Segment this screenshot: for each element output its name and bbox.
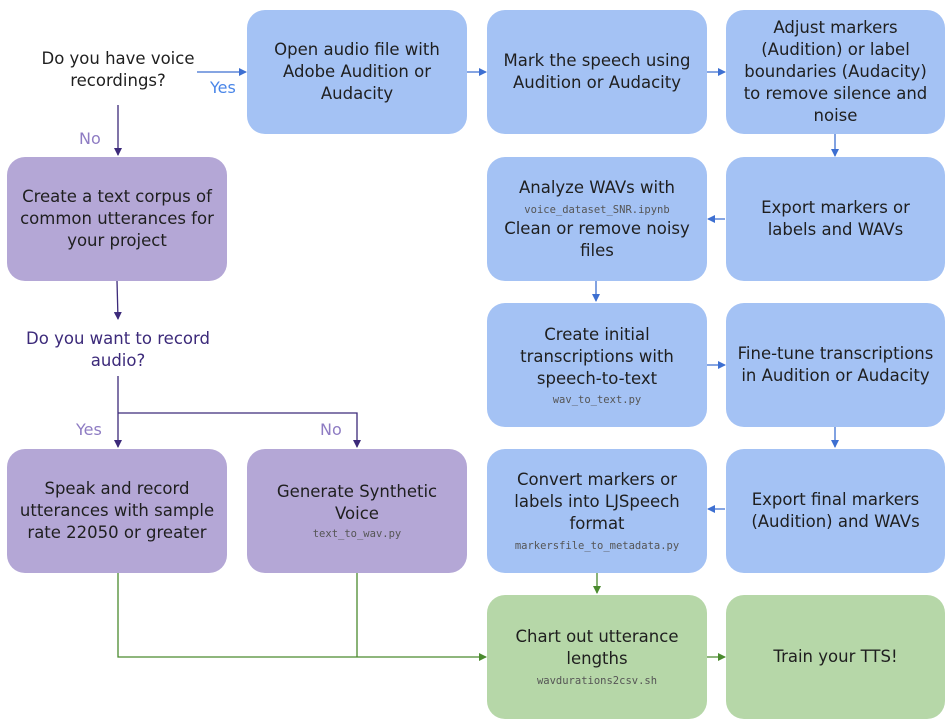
node-chart-utterance-lengths-text: Chart out utterance lengths — [515, 627, 679, 668]
node-export-markers-text: Export markers or labels and WAVs — [761, 198, 910, 239]
node-chart-utterance-lengths: Chart out utterance lengths wavdurations… — [487, 595, 707, 719]
node-speak-and-record: Speak and record utterances with sample … — [7, 449, 227, 573]
node-chart-utterance-lengths-code: wavdurations2csv.sh — [536, 675, 658, 687]
edge-label-yes-voice: Yes — [210, 78, 236, 97]
node-fine-tune-transcriptions: Fine-tune transcriptions in Audition or … — [726, 303, 945, 427]
node-generate-synthetic-voice: Generate Synthetic Voice text_to_wav.py — [247, 449, 467, 573]
edge-record-to-synthetic — [118, 412, 361, 448]
node-adjust-markers: Adjust markers (Audition) or label bound… — [726, 10, 945, 134]
node-open-audio-file-text: Open audio file with Adobe Audition or A… — [274, 40, 440, 103]
edge-speak-to-chart — [117, 573, 487, 661]
node-analyze-wavs-text-top: Analyze WAVs with — [518, 177, 676, 197]
node-convert-markers-text: Convert markers or labels into LJSpeech … — [514, 470, 680, 533]
edge-corpus-to-record-question — [113, 280, 122, 320]
edge-label-no-record: No — [320, 420, 342, 439]
node-export-markers: Export markers or labels and WAVs — [726, 157, 945, 281]
question-voice-recordings: Do you have voice recordings? — [41, 49, 195, 90]
node-create-transcriptions-text: Create initial transcriptions with speec… — [520, 324, 674, 388]
question-record-audio: Do you want to record audio? — [26, 329, 210, 370]
edge-label-no-voice: No — [79, 129, 101, 148]
node-create-text-corpus-text: Create a text corpus of common utterance… — [20, 187, 214, 250]
node-mark-speech-text: Mark the speech using Audition or Audaci… — [503, 51, 691, 92]
node-adjust-markers-text: Adjust markers (Audition) or label bound… — [743, 18, 928, 125]
node-create-transcriptions-code: wav_to_text.py — [552, 393, 642, 406]
node-open-audio-file: Open audio file with Adobe Audition or A… — [247, 10, 467, 134]
node-export-final-markers-text: Export final markers (Audition) and WAVs — [751, 490, 920, 531]
node-create-transcriptions: Create initial transcriptions with speec… — [487, 303, 707, 427]
node-convert-markers: Convert markers or labels into LJSpeech … — [487, 449, 707, 573]
node-analyze-wavs-text-bottom: Clean or remove noisy files — [504, 218, 690, 260]
node-generate-synthetic-voice-code: text_to_wav.py — [312, 528, 402, 540]
node-speak-and-record-text: Speak and record utterances with sample … — [19, 479, 215, 542]
node-fine-tune-transcriptions-text: Fine-tune transcriptions in Audition or … — [737, 344, 934, 385]
node-analyze-wavs-code: voice_dataset_SNR.ipynb — [524, 203, 670, 216]
node-create-text-corpus: Create a text corpus of common utterance… — [7, 157, 227, 281]
node-export-final-markers: Export final markers (Audition) and WAVs — [726, 449, 945, 573]
node-convert-markers-code: markersfile_to_metadata.py — [514, 540, 680, 552]
node-generate-synthetic-voice-text: Generate Synthetic Voice — [276, 482, 438, 523]
node-mark-speech: Mark the speech using Audition or Audaci… — [487, 10, 707, 134]
node-analyze-wavs: Analyze WAVs with voice_dataset_SNR.ipyn… — [487, 157, 707, 281]
node-train-tts: Train your TTS! — [726, 595, 945, 719]
edge-label-yes-record: Yes — [76, 420, 102, 439]
node-train-tts-text: Train your TTS! — [773, 647, 898, 666]
